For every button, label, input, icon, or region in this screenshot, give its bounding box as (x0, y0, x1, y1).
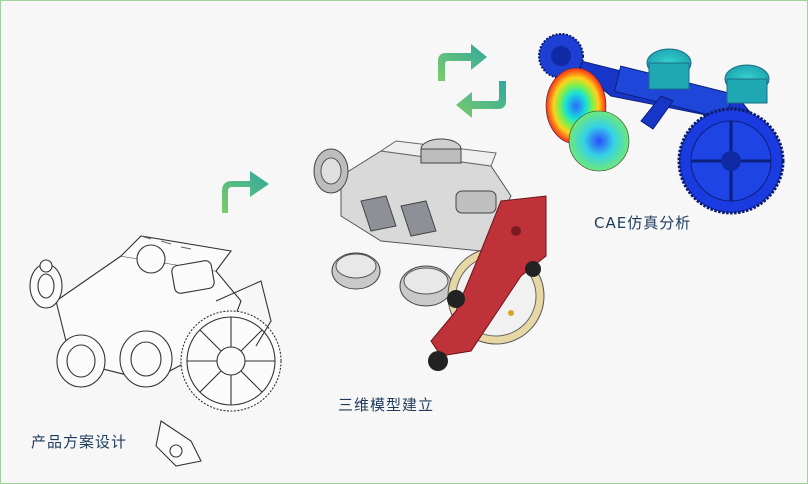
stage-label-3d-model: 三维模型建立 (338, 396, 434, 414)
3d-engine-model (313, 138, 547, 371)
turn-right-arrow-icon (222, 171, 269, 213)
concept-engine-drawing (29, 235, 282, 467)
sync-cycle-icon (438, 44, 506, 118)
stage-label-cae: CAE仿真分析 (594, 214, 691, 232)
stage-label-concept: 产品方案设计 (31, 433, 127, 451)
cae-analysis-model (538, 33, 785, 215)
